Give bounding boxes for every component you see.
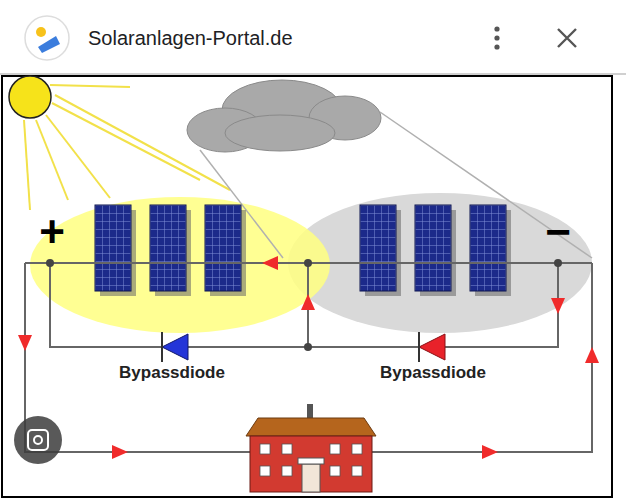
sun	[9, 76, 51, 118]
junction-dots	[46, 259, 562, 351]
diode-label: Bypassdiode	[380, 364, 486, 381]
sun-area	[30, 197, 330, 333]
minus-sign: −	[545, 210, 571, 254]
house	[246, 404, 376, 492]
bypass-diode-red	[419, 332, 445, 362]
site-icon	[25, 16, 69, 60]
diode-label: Bypassdiode	[119, 364, 225, 381]
header-rule	[0, 73, 626, 75]
close-icon	[558, 29, 576, 47]
lens-icon	[14, 416, 62, 464]
wires	[25, 263, 592, 452]
cloud	[187, 80, 381, 152]
solar-panels	[95, 205, 511, 296]
sun-rays	[24, 85, 230, 210]
site-title: Solaranlagen-Portal.de	[88, 28, 293, 48]
current-arrows	[18, 256, 599, 459]
plus-sign: +	[39, 210, 65, 254]
bypass-diode-blue	[162, 332, 188, 362]
menu-dots	[494, 26, 499, 49]
header-bar	[0, 0, 626, 74]
diagram-frame	[2, 76, 612, 497]
